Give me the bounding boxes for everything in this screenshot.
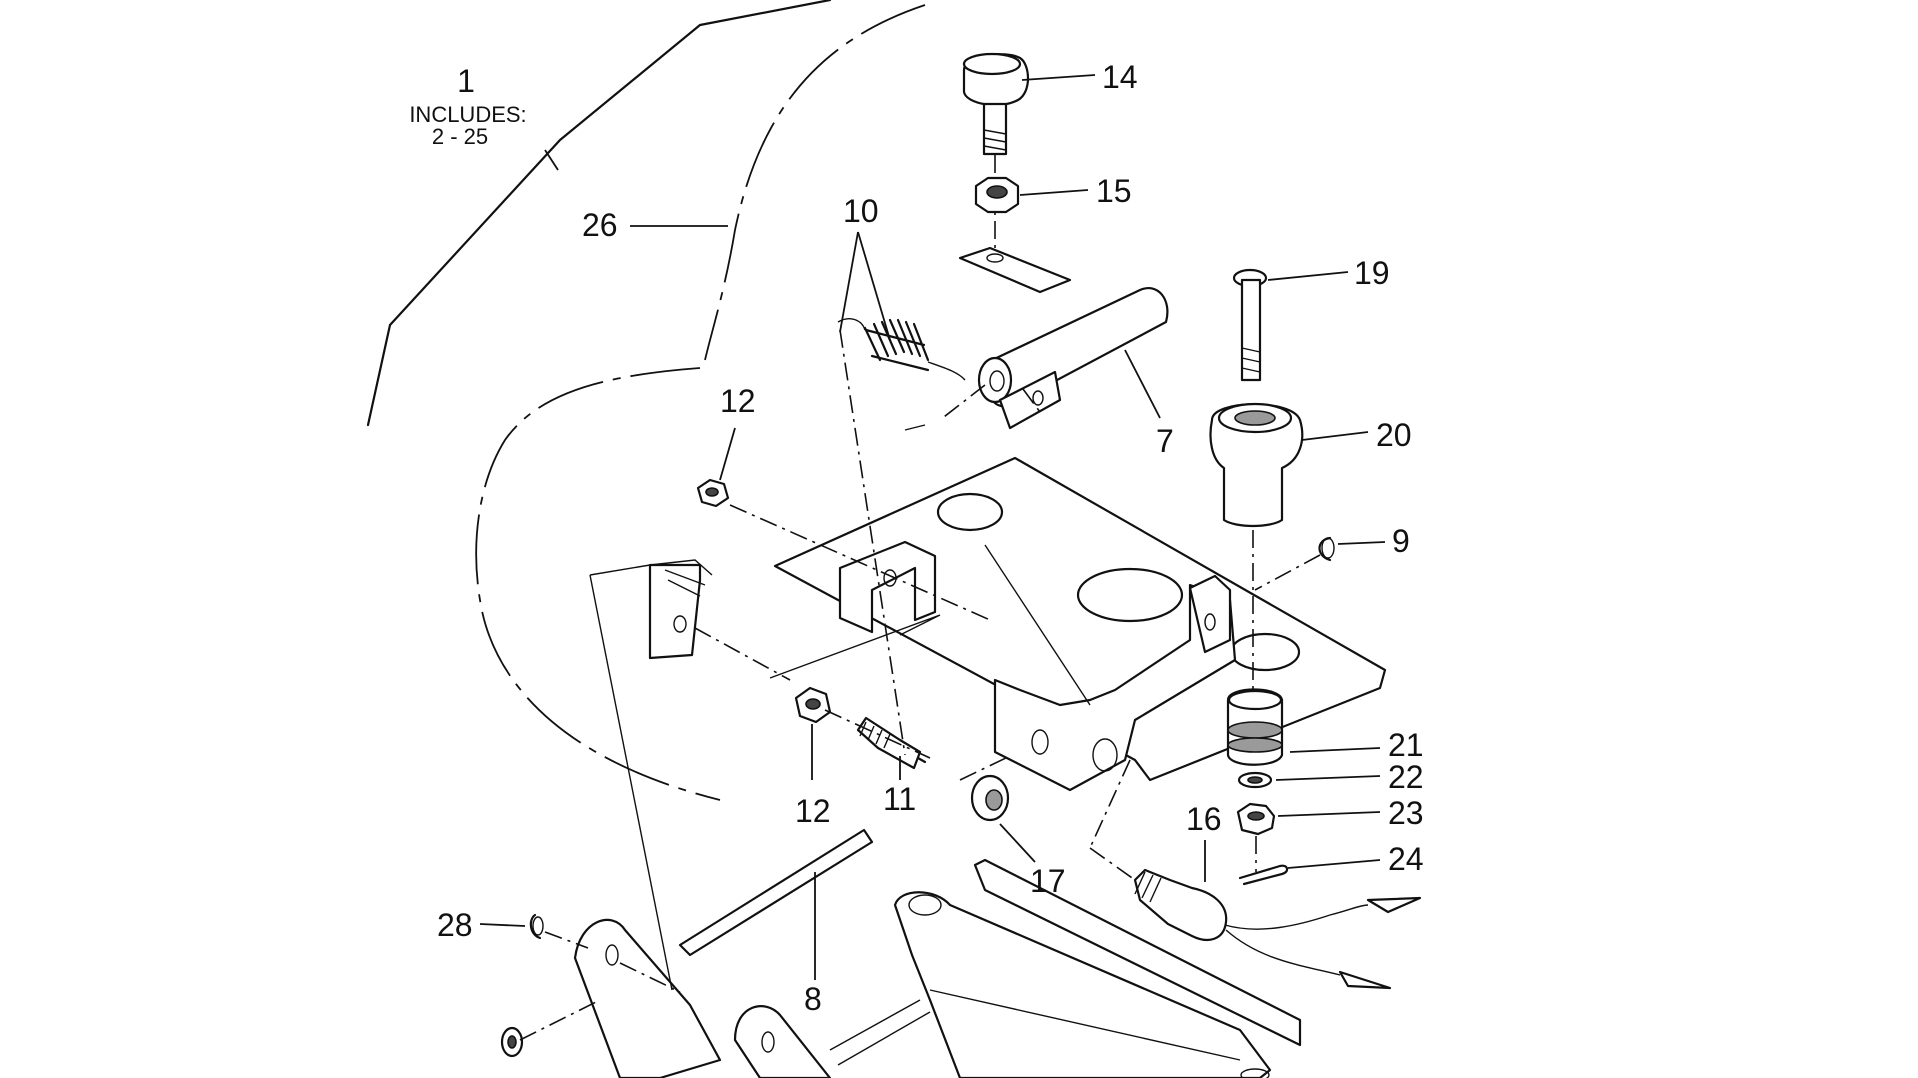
handle-part-20 bbox=[1209, 402, 1304, 700]
callout-label-12-lower: 12 bbox=[795, 793, 831, 829]
callout-label-23: 23 bbox=[1388, 795, 1424, 831]
assembly-outline bbox=[366, 0, 832, 427]
callout-label-22: 22 bbox=[1388, 759, 1424, 795]
callout-label-7: 7 bbox=[1156, 423, 1174, 459]
callout-label-28: 28 bbox=[437, 907, 473, 943]
bolt-part-11 bbox=[856, 716, 927, 770]
callout-label-21: 21 bbox=[1388, 727, 1424, 763]
nut-part-17 bbox=[970, 774, 1010, 822]
callout-label-11: 11 bbox=[883, 781, 916, 817]
callout-includes-label: INCLUDES: bbox=[409, 102, 526, 127]
bolt-part-19 bbox=[1232, 268, 1268, 382]
callout-label-17: 17 bbox=[1030, 863, 1066, 899]
clip-part-9 bbox=[1318, 536, 1335, 562]
lower-frame-arm-left bbox=[573, 918, 722, 1078]
callout-label-12-upper: 12 bbox=[720, 383, 756, 419]
callout-label-15: 15 bbox=[1096, 173, 1132, 209]
nut-part-12-lower bbox=[794, 686, 832, 724]
callout-label-8: 8 bbox=[804, 981, 822, 1017]
callout-assembly-1: 1 INCLUDES: 2 - 25 bbox=[409, 63, 526, 149]
side-bracket bbox=[648, 559, 713, 660]
cotter-pin-part-24 bbox=[1238, 864, 1289, 886]
switch-part-16 bbox=[1133, 868, 1422, 990]
seat-phantom-outline bbox=[475, 4, 926, 801]
leader-lines bbox=[479, 74, 1386, 980]
callout-label-1: 1 bbox=[457, 63, 475, 99]
knob-part-14 bbox=[962, 52, 1030, 250]
callout-includes-range: 2 - 25 bbox=[432, 124, 488, 149]
clip-part-28 bbox=[529, 913, 544, 940]
callout-label-14: 14 bbox=[1102, 59, 1138, 95]
lower-frame-channel bbox=[893, 858, 1302, 1078]
lower-frame-arm-right bbox=[733, 999, 931, 1078]
rod-part-8 bbox=[678, 828, 874, 957]
callout-label-9: 9 bbox=[1392, 523, 1410, 559]
nut-part-23 bbox=[1236, 802, 1276, 836]
washer-part-22 bbox=[1237, 771, 1273, 789]
assembly-center-lines bbox=[519, 329, 1321, 1041]
callout-label-24: 24 bbox=[1388, 841, 1424, 877]
callout-label-16: 16 bbox=[1186, 801, 1222, 837]
callout-label-20: 20 bbox=[1376, 417, 1412, 453]
callout-label-26: 26 bbox=[582, 207, 618, 243]
lever-bracket-part-7 bbox=[958, 246, 1169, 430]
spring-part-10 bbox=[837, 318, 966, 381]
nut-part-12-upper bbox=[696, 478, 730, 508]
nut-part-15 bbox=[974, 176, 1020, 214]
bumper-part-21 bbox=[1226, 688, 1284, 766]
washer-lower-left bbox=[500, 1026, 524, 1058]
callout-label-10: 10 bbox=[843, 193, 879, 229]
callout-label-19: 19 bbox=[1354, 255, 1390, 291]
